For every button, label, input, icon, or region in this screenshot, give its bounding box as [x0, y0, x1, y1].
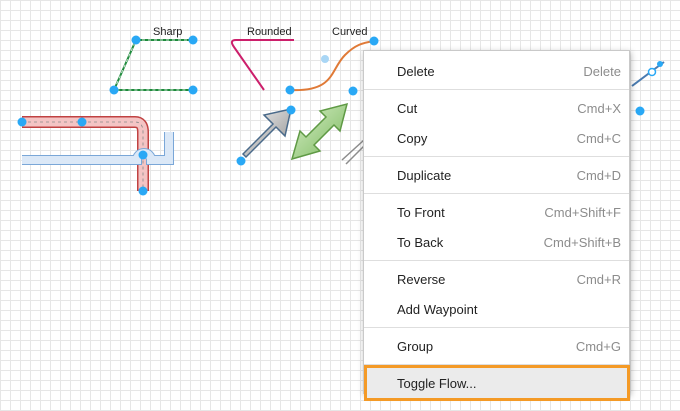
sharp-edge-handle[interactable] — [188, 35, 198, 45]
menu-item-add-waypoint[interactable]: Add Waypoint — [364, 294, 629, 324]
right-edge-handle[interactable] — [635, 106, 645, 116]
menu-separator — [364, 89, 629, 90]
menu-item-reverse[interactable]: Reverse Cmd+R — [364, 264, 629, 294]
pink-pipe-handle[interactable] — [77, 117, 87, 127]
pink-pipe-handle[interactable] — [17, 117, 27, 127]
menu-item-group[interactable]: Group Cmd+G — [364, 331, 629, 361]
menu-item-to-back[interactable]: To Back Cmd+Shift+B — [364, 227, 629, 257]
menu-item-shortcut: Cmd+Shift+F — [544, 204, 621, 220]
menu-item-shortcut: Cmd+C — [576, 130, 621, 146]
menu-item-label: Cut — [397, 100, 418, 116]
curved-edge-waypoint[interactable] — [321, 55, 329, 63]
menu-item-shortcut: Cmd+X — [577, 100, 621, 116]
menu-item-cut[interactable]: Cut Cmd+X — [364, 93, 629, 123]
menu-item-label: Group — [397, 338, 434, 354]
menu-item-toggle-flow[interactable]: Toggle Flow... — [364, 365, 630, 401]
menu-item-label: Add Waypoint — [397, 301, 478, 317]
menu-item-label: Delete — [397, 63, 435, 79]
grey-arrow-handle[interactable] — [236, 156, 246, 166]
menu-separator — [364, 327, 629, 328]
menu-item-label: Duplicate — [397, 167, 452, 183]
label-curved: Curved — [332, 26, 367, 38]
menu-item-delete[interactable]: Delete Delete — [364, 56, 629, 86]
curved-edge[interactable] — [285, 36, 379, 96]
pink-pipe-handle[interactable] — [138, 186, 148, 196]
curved-edge-handle[interactable] — [369, 36, 379, 46]
rounded-edge[interactable] — [230, 39, 294, 91]
partial-double-edge[interactable] — [341, 139, 365, 165]
curved-edge-handle[interactable] — [348, 86, 358, 96]
menu-item-to-front[interactable]: To Front Cmd+Shift+F — [364, 197, 629, 227]
menu-item-duplicate[interactable]: Duplicate Cmd+D — [364, 160, 629, 190]
menu-separator — [364, 156, 629, 157]
curved-edge-handle[interactable] — [285, 85, 295, 95]
menu-item-label: To Front — [397, 204, 445, 220]
menu-separator — [364, 193, 629, 194]
menu-separator — [364, 260, 629, 261]
menu-item-shortcut: Cmd+Shift+B — [543, 234, 621, 250]
menu-item-shortcut: Cmd+G — [575, 338, 621, 354]
label-sharp: Sharp — [153, 26, 182, 38]
sharp-edge-handle[interactable] — [188, 85, 198, 95]
menu-item-label: To Back — [397, 234, 444, 250]
menu-item-shortcut: Delete — [583, 63, 621, 79]
green-double-arrow[interactable] — [290, 102, 349, 161]
menu-item-label: Toggle Flow... — [397, 375, 477, 391]
right-edge-fragment[interactable] — [631, 61, 665, 116]
right-edge-waypoint[interactable] — [647, 67, 657, 77]
menu-item-shortcut: Cmd+R — [576, 271, 621, 287]
grey-arrow-handle[interactable] — [286, 105, 296, 115]
right-edge-handle[interactable] — [657, 61, 663, 67]
pink-pipe-handle[interactable] — [138, 150, 148, 160]
label-rounded: Rounded — [247, 26, 292, 38]
menu-item-copy[interactable]: Copy Cmd+C — [364, 123, 629, 153]
sharp-edge[interactable] — [109, 35, 198, 95]
menu-item-shortcut: Cmd+D — [576, 167, 621, 183]
sharp-edge-handle[interactable] — [109, 85, 119, 95]
grey-block-arrow[interactable] — [236, 105, 296, 166]
menu-item-label: Reverse — [397, 271, 446, 287]
menu-separator — [364, 364, 629, 365]
pink-pipe-edge[interactable] — [22, 116, 149, 191]
sharp-edge-handle[interactable] — [131, 35, 141, 45]
menu-item-label: Copy — [397, 130, 428, 146]
